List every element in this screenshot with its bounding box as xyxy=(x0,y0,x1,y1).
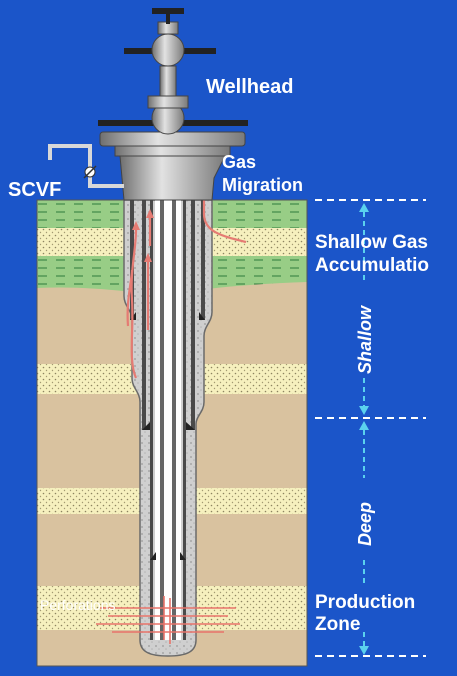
scvf-vent xyxy=(48,144,124,188)
packer-right xyxy=(180,552,186,560)
perforations-label: Perforations xyxy=(40,597,115,613)
spool xyxy=(147,95,189,109)
base-flange xyxy=(99,131,246,147)
production-casing-right xyxy=(183,200,186,640)
shallow-gas-label-line1: Shallow Gas xyxy=(315,232,428,253)
casing-hanger xyxy=(119,155,226,201)
shallow-depth-label: Shallow xyxy=(355,305,375,374)
wellbore xyxy=(123,199,213,657)
depth-arrowheads xyxy=(359,203,369,655)
upper-valve-body xyxy=(151,33,185,67)
gas-migration-arrows xyxy=(126,196,247,379)
gas-migration-label-line1: Gas xyxy=(222,152,256,172)
handwheel-stem xyxy=(166,8,170,24)
casing-shoe-right xyxy=(186,422,195,430)
tubing-left xyxy=(160,200,164,640)
gas-arrow-outside xyxy=(202,196,247,244)
surface-casing-left xyxy=(130,200,134,320)
production-zone-label-line2: Zone xyxy=(315,614,360,635)
master-spool xyxy=(159,65,177,97)
surface-shoe-right xyxy=(199,312,205,320)
intermediate-casing-right xyxy=(191,200,195,430)
wellhead-label: Wellhead xyxy=(206,76,293,98)
casing-bore xyxy=(155,200,181,640)
shallow-gas-label-line2: Accumulatio xyxy=(315,255,429,276)
gas-arrow-annulus-4 xyxy=(126,269,134,327)
surface-casing-right xyxy=(201,200,205,320)
casing-shoe-left xyxy=(142,422,150,430)
deep-depth-label: Deep xyxy=(355,502,375,546)
gas-migration-label-line2: Migration xyxy=(222,175,303,195)
scvf-label: SCVF xyxy=(8,179,61,201)
production-zone-label-line1: Production xyxy=(315,592,415,613)
perforation-marks xyxy=(96,596,240,644)
casing-head xyxy=(114,145,231,157)
tubing-right xyxy=(172,200,176,640)
depth-guides xyxy=(315,199,426,657)
packer-left xyxy=(150,552,156,560)
production-casing-left xyxy=(150,200,153,640)
gas-arrow-annulus-1 xyxy=(130,229,138,379)
wellhead-assembly xyxy=(98,8,248,201)
intermediate-casing-left xyxy=(142,200,146,430)
scvf-valve-handle xyxy=(83,165,97,179)
